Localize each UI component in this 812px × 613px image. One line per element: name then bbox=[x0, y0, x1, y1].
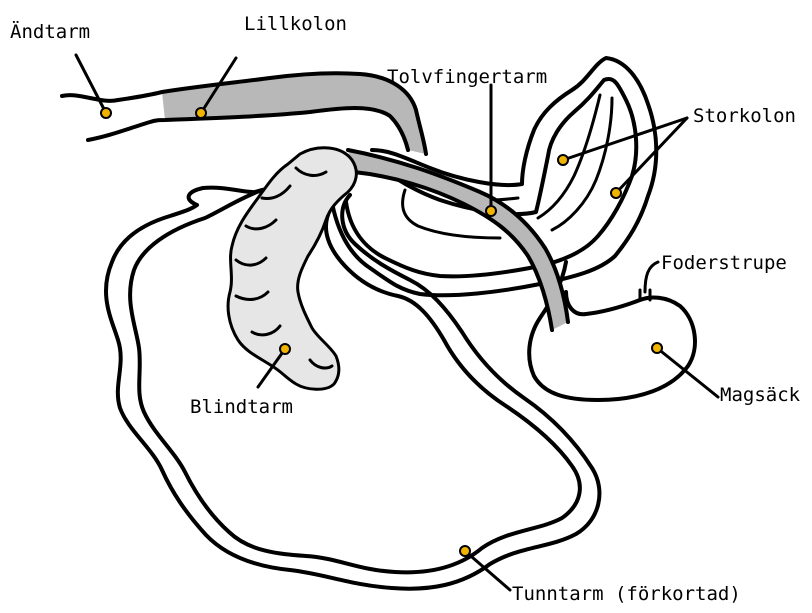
small-colon bbox=[60, 71, 428, 156]
duodenum bbox=[346, 148, 570, 332]
label-tunntarm: Tunntarm (förkortad) bbox=[512, 583, 741, 605]
marker-tunntarm bbox=[459, 545, 471, 557]
stomach bbox=[527, 260, 697, 402]
leader-lines bbox=[74, 53, 720, 592]
cecum bbox=[226, 146, 358, 391]
marker-blindtarm bbox=[279, 343, 291, 355]
marker-storkolon-2 bbox=[610, 187, 622, 199]
label-andtarm: Ändtarm bbox=[10, 20, 90, 43]
markers bbox=[100, 107, 663, 557]
marker-storkolon-1 bbox=[557, 154, 569, 166]
label-storkolon: Storkolon bbox=[693, 105, 796, 127]
label-blindtarm: Blindtarm bbox=[190, 396, 293, 418]
label-foderstrupe: Foderstrupe bbox=[661, 252, 787, 274]
labels: Ändtarm Lillkolon Tolvfingertarm Storkol… bbox=[10, 13, 801, 605]
marker-lillkolon bbox=[195, 107, 207, 119]
marker-tolvfingertarm bbox=[485, 205, 497, 217]
marker-magsack bbox=[651, 342, 663, 354]
label-magsack: Magsäck bbox=[720, 384, 801, 406]
marker-andtarm bbox=[100, 107, 112, 119]
label-tolvfingertarm: Tolvfingertarm bbox=[387, 66, 547, 88]
label-lillkolon: Lillkolon bbox=[244, 13, 347, 35]
